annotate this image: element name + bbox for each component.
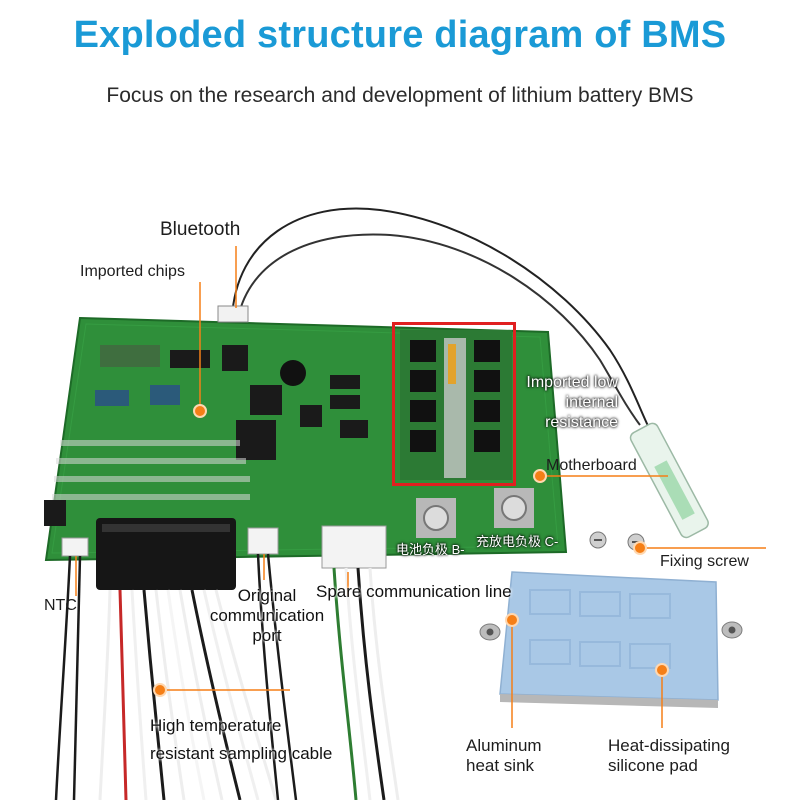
resistor-rows xyxy=(52,440,250,500)
label-bluetooth: Bluetooth xyxy=(160,219,241,240)
label-heat-sink: Aluminum heat sink xyxy=(466,736,542,775)
board-print-c-minus: 充放电负极 C- xyxy=(476,534,559,549)
label-imported-low-resistance: Imported low internal resistance xyxy=(526,374,618,431)
pcb-components xyxy=(44,345,368,526)
spare-line-wires xyxy=(332,567,400,800)
antenna-module xyxy=(629,422,709,539)
marker-imported-chips xyxy=(193,404,207,418)
label-spare-line: Spare communication line xyxy=(316,582,512,601)
original-port-connector xyxy=(247,527,279,555)
marker-heat-sink xyxy=(505,613,519,627)
aluminum-heat-sink xyxy=(500,694,718,708)
label-motherboard: Motherboard xyxy=(546,457,637,474)
mosfet-highlight-box xyxy=(392,322,516,486)
leader-lines xyxy=(75,246,766,728)
spare-port-connector xyxy=(321,525,387,569)
label-original-port: Original communication port xyxy=(209,586,325,645)
antenna-wire-2 xyxy=(237,233,641,426)
marker-sampling-cable xyxy=(153,683,167,697)
mosfet-array xyxy=(400,330,512,480)
marker-silicone-pad xyxy=(655,663,669,677)
antenna-wire-1 xyxy=(231,207,651,431)
label-sampling-cable: High temperature resistant sampling cabl… xyxy=(150,716,333,763)
marker-motherboard xyxy=(533,469,547,483)
standoffs xyxy=(479,621,743,641)
page-title: Exploded structure diagram of BMS xyxy=(73,14,727,56)
sampling-wires xyxy=(98,589,278,800)
ntc-wires xyxy=(54,555,82,800)
marker-fixing-screw xyxy=(633,541,647,555)
sampling-connector xyxy=(96,518,236,590)
ntc-connector xyxy=(61,537,89,557)
board-print-b-minus: 电池负极 B- xyxy=(396,542,465,557)
bluetooth-connector xyxy=(217,305,249,323)
label-fixing-screw: Fixing screw xyxy=(660,553,749,570)
screw-terminals xyxy=(416,488,534,538)
original-port-wires xyxy=(256,553,298,800)
page-subtitle: Focus on the research and development of… xyxy=(106,84,694,107)
label-silicone-pad: Heat-dissipating silicone pad xyxy=(608,736,730,775)
label-ntc: NTC xyxy=(44,597,77,614)
label-imported-chips: Imported chips xyxy=(80,263,185,280)
